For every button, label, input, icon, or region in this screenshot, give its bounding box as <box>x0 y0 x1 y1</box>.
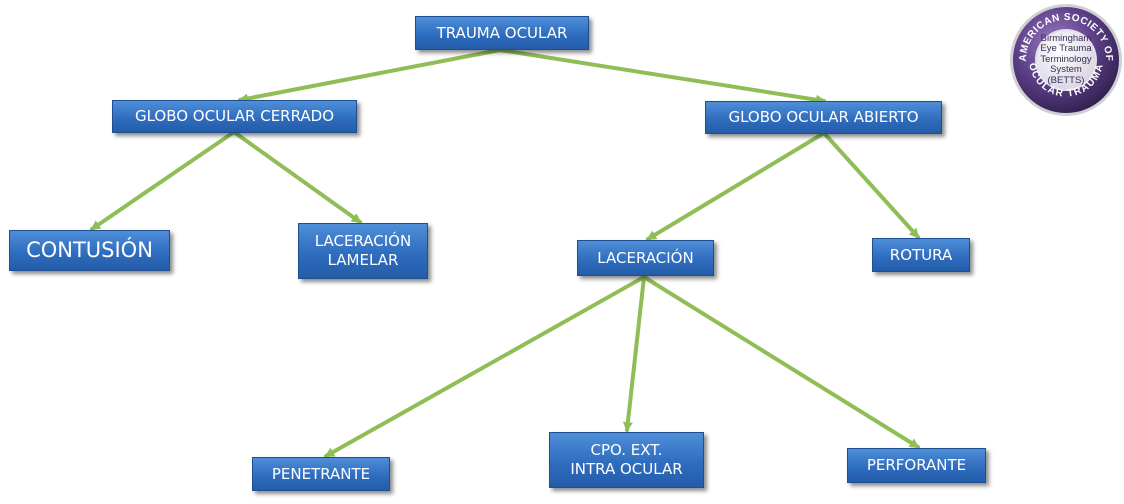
node-penetrante[interactable]: PENETRANTE <box>252 457 390 491</box>
edge-trauma-abierto <box>498 48 826 105</box>
node-cpo-ext-intra-ocular[interactable]: CPO. EXT. INTRA OCULAR <box>549 432 704 488</box>
logo-line: (BETTS) <box>1047 74 1085 86</box>
betts-logo: AMERICAN SOCIETY OF OCULAR TRAUMA Birmin… <box>1008 2 1124 118</box>
node-laceracion-lamelar[interactable]: LACERACIÓN LAMELAR <box>298 223 428 279</box>
edge-abierto-rotura <box>822 131 920 239</box>
logo-ring: AMERICAN SOCIETY OF OCULAR TRAUMA <box>1010 4 1122 116</box>
edge-trauma-cerrado <box>238 48 502 104</box>
logo-center-text: Birmingham Eye Trauma Terminology System… <box>1038 30 1094 90</box>
edge-cerrado-contusion <box>90 130 236 231</box>
edge-laceracion-cpo-ext <box>622 275 646 432</box>
node-globo-cerrado[interactable]: GLOBO OCULAR CERRADO <box>112 100 357 133</box>
node-laceracion[interactable]: LACERACIÓN <box>577 240 714 276</box>
edge-abierto-laceracion <box>646 131 826 241</box>
logo-line: Terminology <box>1040 53 1092 65</box>
node-globo-abierto[interactable]: GLOBO OCULAR ABIERTO <box>705 101 942 134</box>
edge-laceracion-perforante <box>642 275 920 449</box>
logo-line: Eye Trauma <box>1040 43 1092 55</box>
logo-line: Birmingham <box>1040 32 1092 44</box>
edge-laceracion-penetrante <box>324 275 646 458</box>
node-rotura[interactable]: ROTURA <box>872 238 970 272</box>
node-perforante[interactable]: PERFORANTE <box>847 448 986 483</box>
node-trauma-ocular[interactable]: TRAUMA OCULAR <box>415 16 589 50</box>
edge-cerrado-lac-lamelar <box>232 130 362 224</box>
logo-line: System <box>1050 64 1082 76</box>
node-contusion[interactable]: CONTUSIÓN <box>9 230 170 271</box>
